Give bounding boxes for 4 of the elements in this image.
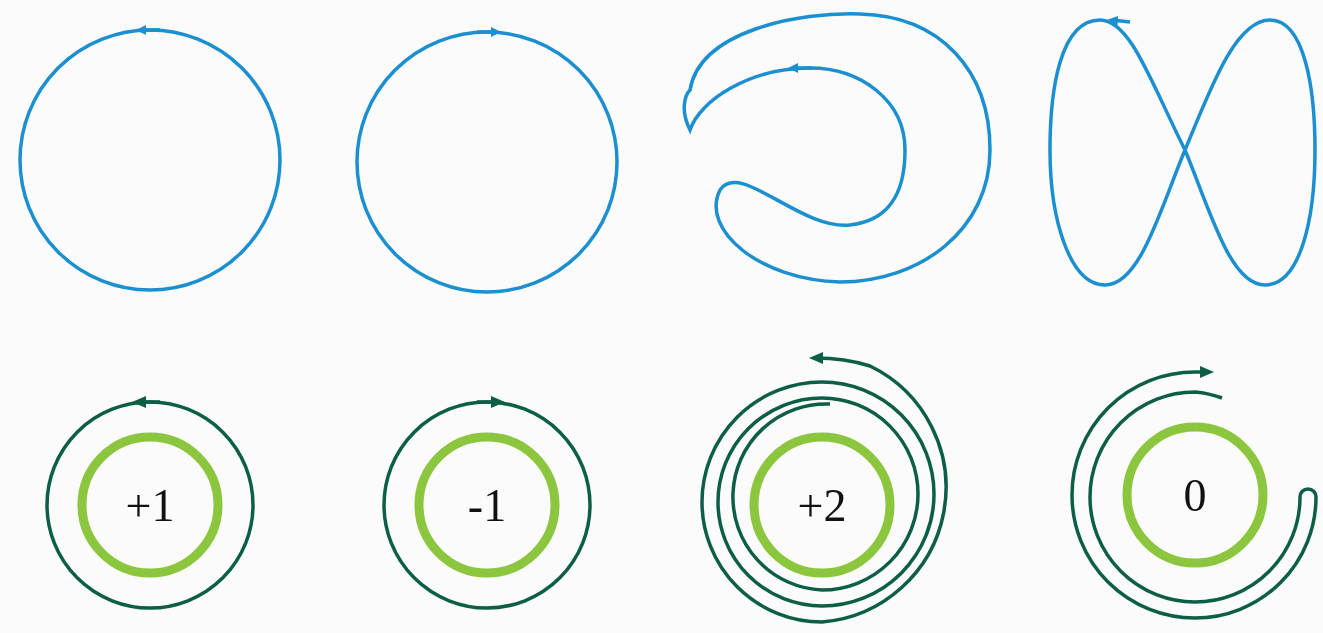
winding-number: +1: [125, 478, 175, 532]
winding-number: 0: [1183, 468, 1207, 522]
winding-number: -1: [467, 478, 507, 532]
winding-number: +2: [797, 478, 847, 532]
